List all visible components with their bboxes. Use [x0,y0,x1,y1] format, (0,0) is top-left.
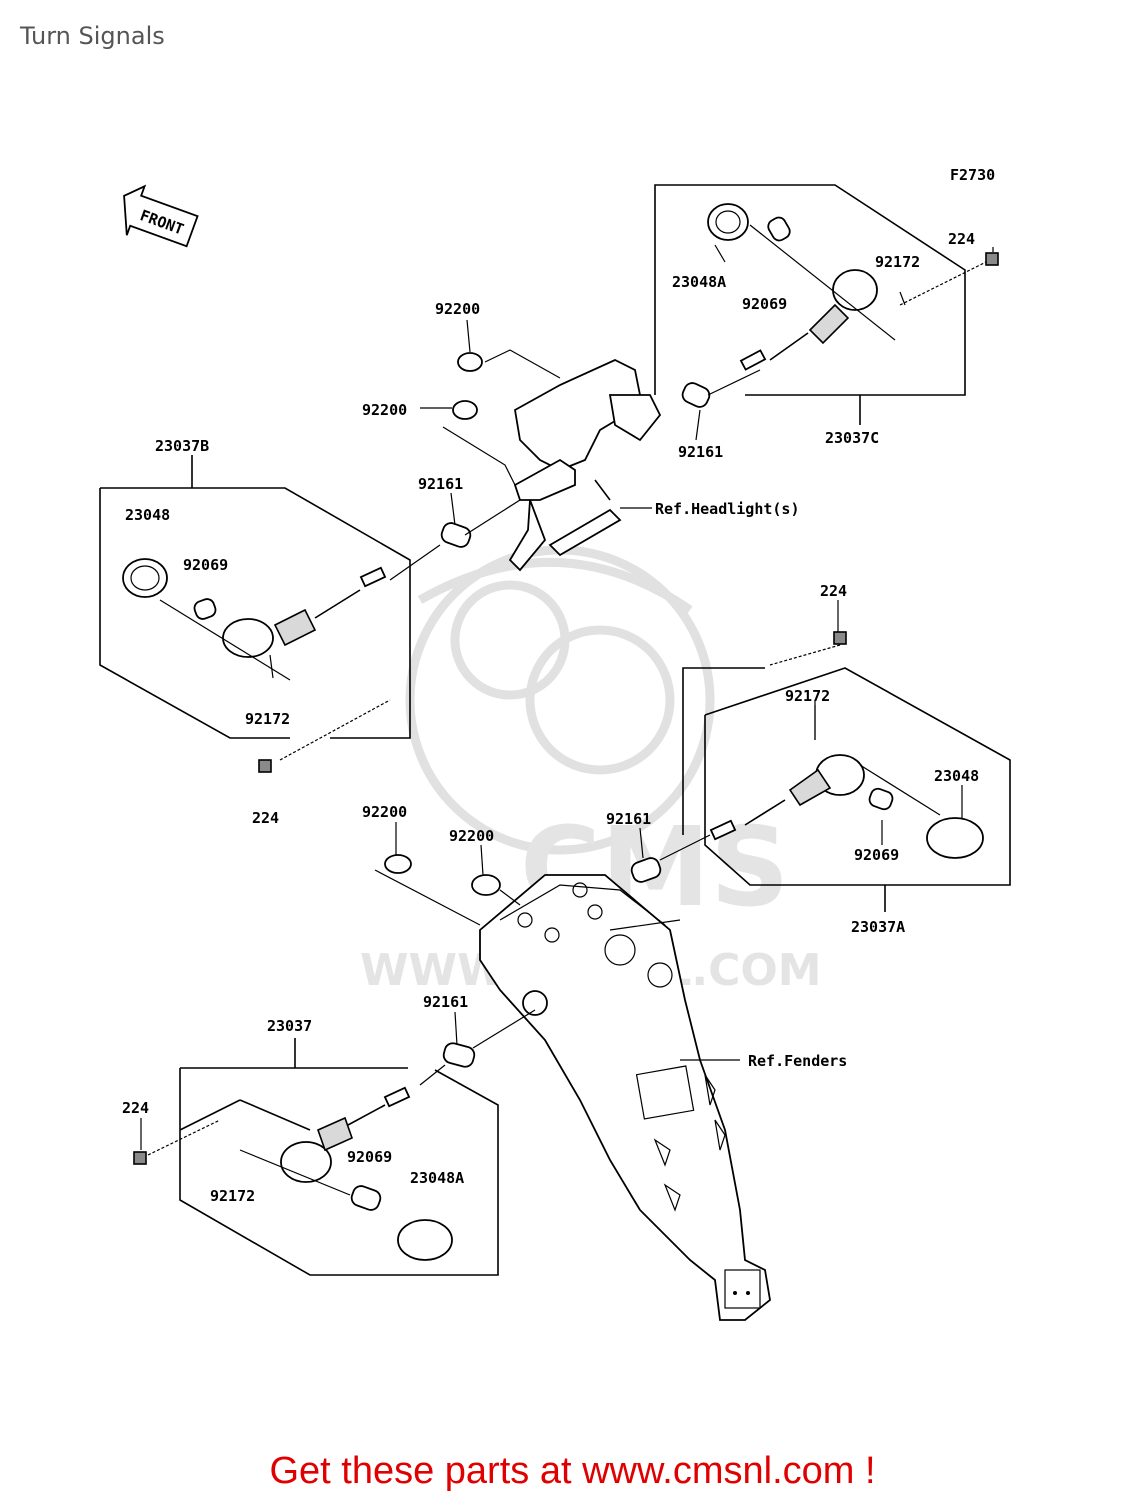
front-left-bulb [193,598,217,620]
label-rear-right-screw-small: 92172 [785,687,830,705]
label-rear-right-screw: 224 [820,582,847,600]
front-right-housing [832,269,878,311]
front-right-screw [985,252,999,266]
bracket-washer-top [457,352,483,372]
front-left-signal-group [99,455,521,773]
front-left-screw [258,759,272,773]
front-arrow-icon: FRONT [123,184,199,248]
label-front-right-screw: 224 [948,230,975,248]
rear-fender [374,854,771,1321]
fender-washer-a [384,854,412,874]
rear-right-screw [833,631,847,645]
fender-washer-b [471,874,501,896]
label-rear-right-lens: 23048 [934,767,979,785]
label-front-right-lens: 23048A [672,273,726,291]
parts-diagram: CMS WWW.CMSNL.COM FRONT F2730 [99,166,1011,1321]
label-rear-left-lens: 23048A [410,1169,464,1187]
rear-right-bulb [868,787,894,811]
label-front-left-screw: 224 [252,809,279,827]
label-fender-washer-b: 92200 [449,827,494,845]
label-front-left-lens: 23048 [125,506,170,524]
cta-link[interactable]: Get these parts at www.cmsnl.com ! [269,1450,876,1492]
label-rear-right-bulb: 92069 [854,846,899,864]
label-rear-left-screw: 224 [122,1099,149,1117]
front-left-grommet [440,522,472,548]
rear-right-signal-group [630,631,1011,912]
front-left-housing [222,618,274,658]
rear-right-grommet [630,857,662,883]
leader-lines [140,244,994,1150]
label-bracket-washer-top: 92200 [435,300,480,318]
front-right-bulb [767,216,791,242]
rear-right-lens [926,817,984,859]
label-front-left-grommet: 92161 [418,475,463,493]
front-right-signal-group [654,184,999,425]
rear-left-screw [133,1151,147,1165]
front-bracket [442,349,662,572]
label-front-right-screw-small: 92172 [875,253,920,271]
label-front-right-bulb: 92069 [742,295,787,313]
page-title: Turn Signals [20,22,165,50]
label-ref-headlight: Ref.Headlight(s) [655,500,800,518]
rear-left-lens [397,1219,453,1261]
front-left-lens [122,558,168,598]
rear-left-grommet [442,1042,476,1068]
label-front-right-assy: 23037C [825,429,879,447]
label-front-right-grommet: 92161 [678,443,723,461]
label-front-left-screw-small: 92172 [245,710,290,728]
rear-left-bulb [350,1185,382,1211]
rear-left-signal-group [133,1009,536,1276]
label-rear-left-grommet: 92161 [423,993,468,1011]
label-rear-right-assy: 23037A [851,918,905,936]
label-rear-right-grommet: 92161 [606,810,651,828]
label-rear-left-bulb: 92069 [347,1148,392,1166]
label-rear-left-screw-small: 92172 [210,1187,255,1205]
label-bracket-washer-mid: 92200 [362,401,407,419]
label-front-left-assy: 23037B [155,437,209,455]
label-ref-fenders: Ref.Fenders [748,1052,847,1070]
bracket-washer-mid [452,400,478,420]
label-rear-left-assy: 23037 [267,1017,312,1035]
figure-id: F2730 [950,166,995,184]
front-right-lens [707,203,749,241]
label-fender-washer-a: 92200 [362,803,407,821]
front-right-grommet [681,382,711,408]
label-front-left-bulb: 92069 [183,556,228,574]
